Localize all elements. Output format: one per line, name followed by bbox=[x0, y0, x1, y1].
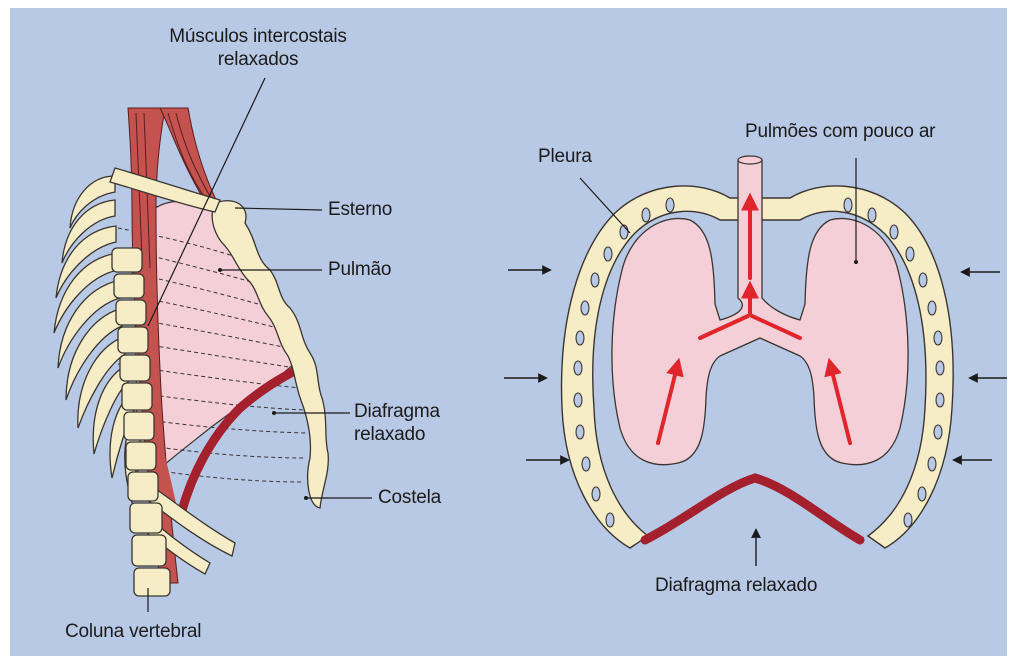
label-diaphragm-line2: relaxado bbox=[354, 423, 440, 446]
diagram-panel: Músculos intercostais relaxados Esterno … bbox=[10, 8, 1007, 656]
label-sternum: Esterno bbox=[328, 198, 392, 221]
label-diaphragm-left: Diafragma relaxado bbox=[354, 400, 440, 446]
label-pleura: Pleura bbox=[538, 145, 592, 168]
diaphragm-point bbox=[272, 411, 276, 415]
label-intercostal: Músculos intercostais relaxados bbox=[138, 25, 378, 71]
diagram-svg bbox=[10, 8, 1007, 656]
lung-point bbox=[218, 268, 222, 272]
label-intercostal-line1: Músculos intercostais bbox=[138, 25, 378, 48]
rib-point bbox=[304, 496, 308, 500]
trachea-top bbox=[738, 156, 762, 164]
label-lung: Pulmão bbox=[328, 258, 391, 281]
label-lungs-little-air: Pulmões com pouco ar bbox=[745, 120, 935, 143]
label-diaphragm-line1: Diafragma bbox=[354, 400, 440, 423]
label-intercostal-line2: relaxados bbox=[138, 48, 378, 71]
label-diaphragm-relaxed: Diafragma relaxado bbox=[655, 574, 817, 597]
label-spine: Coluna vertebral bbox=[65, 620, 201, 643]
lungs-point bbox=[854, 260, 858, 264]
label-rib: Costela bbox=[378, 486, 441, 509]
